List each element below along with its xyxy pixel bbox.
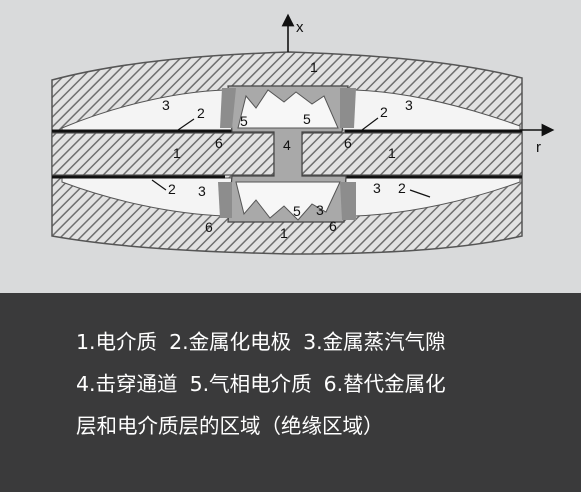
label-dielectric-right: 1 <box>388 145 396 161</box>
label-gas-top-right: 5 <box>303 111 311 127</box>
replace-region-bottom-left <box>218 182 232 218</box>
label-electrode-bottom-right: 2 <box>398 180 406 196</box>
label-vapor-bottom-left: 3 <box>198 183 206 199</box>
replace-region-top-right <box>340 88 356 128</box>
caption-item: 5.气相电介质 <box>190 371 312 397</box>
diagram-panel: x r 1 1 1 1 2 2 2 2 3 3 3 3 3 4 5 5 5 6 … <box>0 0 581 293</box>
r-axis-label: r <box>536 139 541 156</box>
label-vapor-bottom-right: 3 <box>373 180 381 196</box>
caption-item: 2.金属化电极 <box>169 329 291 355</box>
caption-item: 3.金属蒸汽气隙 <box>303 329 446 355</box>
label-electrode-top-right: 2 <box>380 104 388 120</box>
label-dielectric-bottom: 1 <box>280 225 288 241</box>
caption-item: 6.替代金属化 <box>324 371 446 397</box>
label-replace-bottom-right: 6 <box>329 218 337 234</box>
label-electrode-bottom-left: 2 <box>168 181 176 197</box>
caption-item: 1.电介质 <box>76 329 157 355</box>
label-replace-top-right: 6 <box>344 135 352 151</box>
breakdown-diagram: x r 1 1 1 1 2 2 2 2 3 3 3 3 3 4 5 5 5 6 … <box>0 0 581 293</box>
label-vapor-top-left: 3 <box>162 97 170 113</box>
dielectric-middle-left <box>52 133 274 175</box>
label-electrode-top-left: 2 <box>197 105 205 121</box>
label-gas-bottom: 5 <box>293 203 301 219</box>
caption-item: 4.击穿通道 <box>76 371 178 397</box>
label-replace-top-left: 6 <box>215 135 223 151</box>
dielectric-middle-right <box>302 133 522 175</box>
label-channel: 4 <box>283 137 291 153</box>
caption-line-3: 层和电介质层的区域（绝缘区域） <box>76 413 384 439</box>
caption-item: 层和电介质层的区域（绝缘区域） <box>76 413 384 439</box>
label-gas-top-left: 5 <box>240 113 248 129</box>
label-vapor-top-right: 3 <box>405 97 413 113</box>
x-axis-label: x <box>296 19 304 36</box>
caption-panel: 1.电介质 2.金属化电极 3.金属蒸汽气隙 4.击穿通道 5.气相电介质 6.替代金属… <box>0 293 581 492</box>
caption-line-1: 1.电介质 2.金属化电极 3.金属蒸汽气隙 <box>76 329 446 355</box>
label-vapor-bottom-center: 3 <box>316 202 324 218</box>
caption-line-2: 4.击穿通道 5.气相电介质 6.替代金属化 <box>76 371 446 397</box>
label-replace-bottom-left: 6 <box>205 219 213 235</box>
label-dielectric-left: 1 <box>173 145 181 161</box>
replace-region-bottom-right <box>340 182 356 220</box>
label-dielectric-top: 1 <box>310 59 318 75</box>
